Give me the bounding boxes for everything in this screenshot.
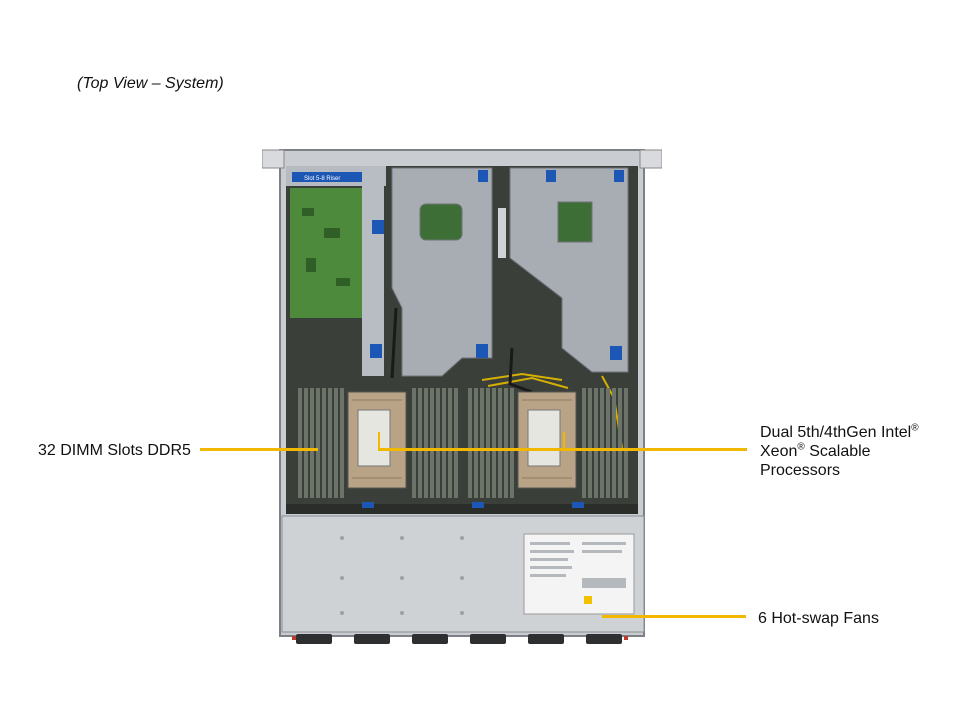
dimm-bank-center (412, 388, 514, 498)
registered-mark: ® (911, 422, 919, 434)
cpu-heatsink-1 (347, 391, 407, 489)
label-cpu-line2a: Xeon (760, 443, 798, 460)
riser-shroud-middle (391, 167, 493, 377)
view-caption: (Top View – System) (77, 75, 224, 92)
label-dimm-slots: 32 DIMM Slots DDR5 (38, 442, 191, 459)
fan-handles (296, 634, 622, 644)
service-label (523, 533, 635, 615)
riser-blue-tag (292, 172, 382, 182)
leader-line-cpu (378, 448, 747, 451)
label-cpu-line1: Dual 5th/4thGen Intel (760, 424, 912, 441)
label-processors: Dual 5th/4thGen Intel® Xeon® Scalable Pr… (760, 423, 919, 480)
server-top-view-photo: Slot 5-8 Riser (262, 149, 662, 644)
riser-blue-sticker (370, 344, 382, 358)
leader-line-fans (602, 615, 746, 618)
addon-card (290, 188, 370, 318)
rack-ear-left (262, 149, 285, 169)
leader-tick-cpu-1 (378, 432, 380, 450)
label-hot-swap-fans: 6 Hot-swap Fans (758, 610, 879, 627)
label-cpu-line3: Processors (760, 462, 841, 479)
dimm-bank-left (298, 388, 344, 498)
leader-line-dimm (200, 448, 318, 451)
label-cpu-line2b: Scalable (804, 443, 871, 460)
rack-ear-right (639, 149, 662, 169)
riser-shroud-right (509, 167, 629, 373)
leader-tick-cpu-2 (563, 432, 565, 450)
cpu-heatsink-2 (517, 391, 577, 489)
registered-mark: ® (797, 441, 805, 453)
dimm-bank-right (582, 388, 628, 498)
riser-label: Slot 5-8 Riser (304, 176, 340, 182)
